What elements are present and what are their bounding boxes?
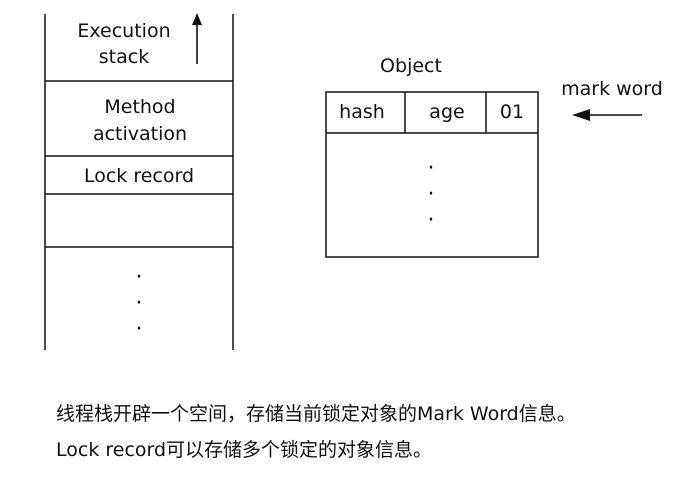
caption-line-1: 线程栈开辟一个空间，存储当前锁定对象的Mark Word信息。 [56, 403, 576, 425]
stack-dot-3: · [136, 317, 143, 342]
field-hash: hash [339, 101, 385, 123]
object-dot-3: · [428, 208, 435, 233]
diagram: Execution stack Method activation Lock r… [44, 13, 663, 350]
stack-header-line1: Execution [77, 20, 170, 42]
object-box-group: Object hash age 01 · · · [325, 55, 539, 258]
field-lock-bits: 01 [500, 101, 524, 123]
mark-word-pointer: mark word [561, 78, 663, 121]
caption: 线程栈开辟一个空间，存储当前锁定对象的Mark Word信息。 Lock rec… [56, 396, 656, 468]
mark-word-label: mark word [561, 78, 663, 100]
stack-header-line2: stack [99, 46, 149, 68]
stack-dot-1: · [136, 265, 143, 290]
lock-record-label: Lock record [84, 165, 194, 187]
left-arrow-icon [572, 109, 642, 121]
stack-dot-2: · [136, 291, 143, 316]
object-title: Object [380, 55, 442, 77]
method-activation-line2: activation [93, 123, 187, 145]
caption-line-2: Lock record可以存储多个锁定的对象信息。 [56, 439, 433, 461]
object-dot-1: · [428, 156, 435, 181]
field-age: age [429, 101, 464, 123]
method-activation-line1: Method [104, 96, 175, 118]
diagram-svg: Execution stack Method activation Lock r… [44, 13, 663, 350]
up-arrow-icon [192, 13, 202, 64]
object-dot-2: · [428, 182, 435, 207]
execution-stack: Execution stack Method activation Lock r… [44, 13, 234, 350]
object-box [325, 91, 539, 258]
